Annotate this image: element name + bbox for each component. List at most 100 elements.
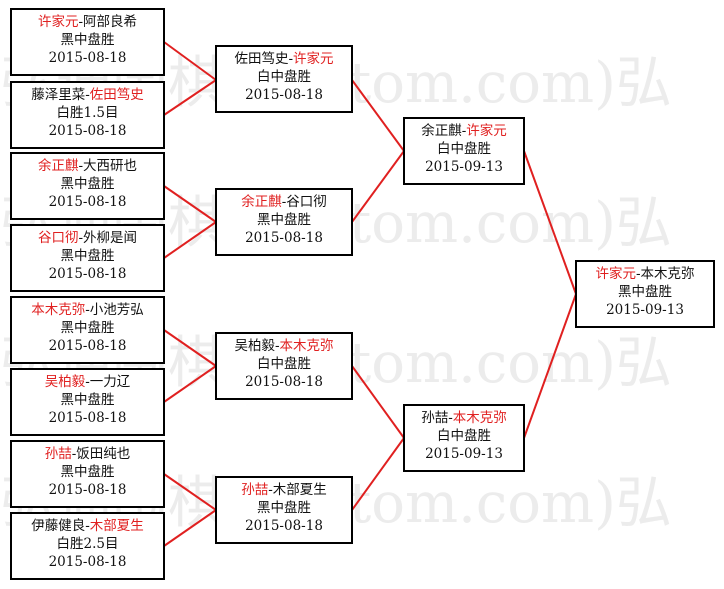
match-result: 黑中盘胜 — [60, 320, 115, 336]
connector-line — [523, 150, 577, 295]
match-players: 孙喆-木部夏生 — [241, 482, 327, 498]
match-box[interactable]: 孙喆-本木克弥 白中盘胜 2015-09-13 — [403, 404, 525, 472]
match-box[interactable]: 伊藤健良-木部夏生 白胜2.5目 2015-08-18 — [10, 512, 165, 580]
player-1: 许家元 — [595, 266, 636, 282]
match-players: 许家元-本木克弥 — [595, 266, 695, 282]
connector-line — [163, 509, 217, 547]
player-2: 佐田笃史 — [89, 87, 144, 103]
player-2: 木部夏生 — [89, 518, 144, 534]
player-1: 余正麒 — [241, 194, 282, 210]
match-result: 黑中盘胜 — [60, 32, 115, 48]
player-2: 许家元 — [293, 51, 334, 67]
match-date: 2015-08-18 — [48, 194, 127, 210]
connector-line — [523, 293, 577, 439]
match-players: 佐田笃史-许家元 — [234, 51, 334, 67]
player-1: 吴柏毅 — [234, 338, 275, 354]
connector-line — [163, 473, 217, 511]
player-1: 许家元 — [37, 14, 79, 30]
player-2: 大西研也 — [83, 158, 138, 174]
match-result: 黑中盘胜 — [60, 392, 115, 408]
match-players: 谷口彻-外柳是闻 — [37, 230, 138, 246]
connector-line — [163, 365, 217, 403]
match-result: 白中盘胜 — [437, 428, 491, 444]
match-players: 余正麒-大西研也 — [37, 158, 138, 174]
match-players: 吴柏毅-本木克弥 — [234, 338, 334, 354]
match-players: 孙喆-饭田纯也 — [44, 446, 131, 462]
match-result: 黑中盘胜 — [60, 464, 115, 480]
match-result: 白胜2.5目 — [56, 536, 119, 552]
match-players: 吴柏毅-一力辽 — [44, 374, 131, 390]
player-2: 饭田纯也 — [76, 446, 131, 462]
match-players: 藤泽里菜-佐田笃史 — [31, 87, 144, 103]
match-box[interactable]: 本木克弥-小池芳弘 黑中盘胜 2015-08-18 — [10, 296, 165, 364]
match-date: 2015-09-13 — [425, 159, 503, 175]
match-date: 2015-08-18 — [48, 410, 127, 426]
match-result: 黑中盘胜 — [257, 500, 311, 516]
match-box[interactable]: 孙喆-木部夏生 黑中盘胜 2015-08-18 — [215, 476, 353, 544]
player-2: 本木克弥 — [452, 410, 507, 426]
connector-line — [351, 79, 405, 152]
match-result: 白中盘胜 — [257, 69, 311, 85]
player-1: 孙喆 — [421, 410, 449, 426]
player-1: 孙喆 — [44, 446, 72, 462]
match-result: 白胜1.5目 — [56, 105, 119, 121]
match-date: 2015-09-13 — [606, 302, 684, 318]
match-date: 2015-08-18 — [245, 230, 323, 246]
connector-line — [351, 365, 405, 439]
match-date: 2015-08-18 — [48, 123, 127, 139]
player-1: 余正麒 — [421, 123, 462, 139]
connector-line — [163, 79, 217, 116]
final-match-box[interactable]: 许家元-本木克弥 黑中盘胜 2015-09-13 — [575, 260, 715, 328]
player-1: 藤泽里菜 — [31, 87, 86, 103]
match-players: 余正麒-谷口彻 — [241, 194, 327, 210]
match-box[interactable]: 吴柏毅-本木克弥 白中盘胜 2015-08-18 — [215, 332, 353, 400]
match-date: 2015-08-18 — [245, 87, 323, 103]
connector-line — [163, 185, 217, 223]
match-date: 2015-08-18 — [48, 482, 127, 498]
match-result: 黑中盘胜 — [60, 248, 115, 264]
match-box[interactable]: 吴柏毅-一力辽 黑中盘胜 2015-08-18 — [10, 368, 165, 436]
match-players: 本木克弥-小池芳弘 — [31, 302, 144, 318]
player-2: 小池芳弘 — [89, 302, 144, 318]
match-box[interactable]: 余正麒-大西研也 黑中盘胜 2015-08-18 — [10, 152, 165, 220]
match-date: 2015-08-18 — [48, 338, 127, 354]
connector-line — [351, 150, 405, 223]
player-2: 本木克弥 — [640, 266, 695, 282]
connector-line — [163, 329, 217, 367]
match-result: 白中盘胜 — [437, 141, 491, 157]
player-1: 孙喆 — [241, 482, 269, 498]
match-date: 2015-08-18 — [245, 518, 323, 534]
player-1: 谷口彻 — [37, 230, 79, 246]
match-box[interactable]: 许家元-阿部良希 黑中盘胜 2015-08-18 — [10, 8, 165, 76]
player-1: 伊藤健良 — [31, 518, 86, 534]
match-date: 2015-08-18 — [48, 554, 127, 570]
player-1: 佐田笃史 — [234, 51, 289, 67]
match-players: 孙喆-本木克弥 — [421, 410, 507, 426]
connector-line — [163, 221, 217, 259]
player-2: 谷口彻 — [286, 194, 327, 210]
player-1: 本木克弥 — [31, 302, 86, 318]
player-2: 许家元 — [466, 123, 507, 139]
match-date: 2015-08-18 — [48, 266, 127, 282]
match-box[interactable]: 佐田笃史-许家元 白中盘胜 2015-08-18 — [215, 45, 353, 113]
player-2: 一力辽 — [89, 374, 131, 390]
connector-line — [351, 437, 405, 511]
match-box[interactable]: 余正麒-谷口彻 黑中盘胜 2015-08-18 — [215, 188, 353, 256]
match-players: 余正麒-许家元 — [421, 123, 507, 139]
player-2: 本木克弥 — [279, 338, 334, 354]
match-result: 白中盘胜 — [257, 356, 311, 372]
match-date: 2015-08-18 — [245, 374, 323, 390]
match-date: 2015-08-18 — [48, 50, 127, 66]
connector-line — [163, 41, 217, 81]
match-box[interactable]: 孙喆-饭田纯也 黑中盘胜 2015-08-18 — [10, 440, 165, 508]
match-players: 许家元-阿部良希 — [37, 14, 138, 30]
match-result: 黑中盘胜 — [618, 284, 672, 300]
match-result: 黑中盘胜 — [257, 212, 311, 228]
match-box[interactable]: 余正麒-许家元 白中盘胜 2015-09-13 — [403, 117, 525, 185]
player-1: 余正麒 — [37, 158, 79, 174]
match-box[interactable]: 谷口彻-外柳是闻 黑中盘胜 2015-08-18 — [10, 224, 165, 292]
player-2: 外柳是闻 — [83, 230, 138, 246]
match-box[interactable]: 藤泽里菜-佐田笃史 白胜1.5目 2015-08-18 — [10, 81, 165, 149]
player-2: 阿部良希 — [83, 14, 138, 30]
